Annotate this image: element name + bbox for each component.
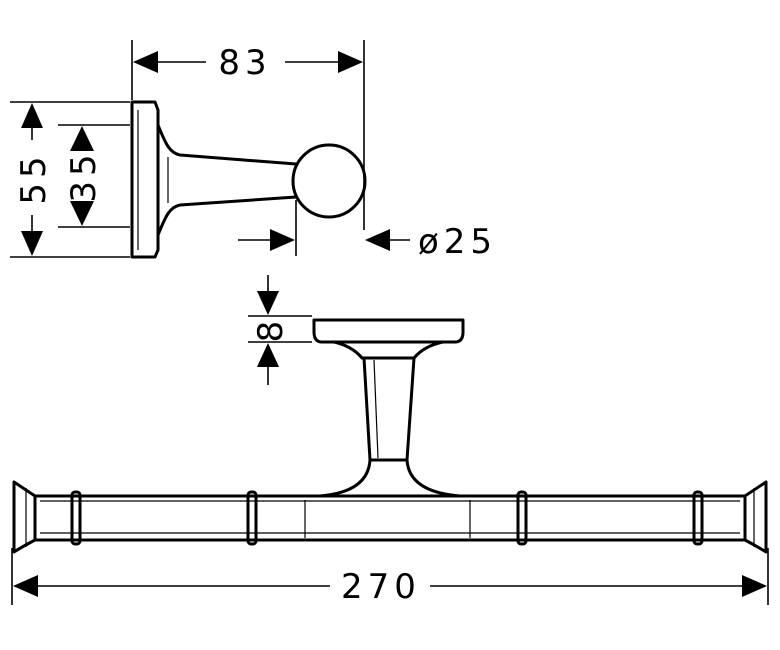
dim-diameter: ø25 — [238, 200, 497, 262]
front-bar — [33, 494, 747, 542]
dim-8: 8 — [248, 275, 312, 385]
dim-35-label: 35 — [64, 149, 104, 202]
front-column — [362, 356, 416, 462]
dim-83-label: 83 — [218, 43, 271, 83]
front-bar-rings — [70, 490, 704, 546]
side-view — [130, 100, 367, 259]
side-bar-circle — [291, 143, 367, 219]
front-column-inner-line — [373, 359, 379, 459]
dim-35: 35 — [58, 124, 130, 228]
front-right-end — [743, 480, 768, 554]
front-junction — [308, 458, 472, 498]
front-flare — [332, 340, 445, 360]
front-view — [12, 318, 768, 554]
side-wall-plate — [130, 100, 160, 259]
dim-270-label: 270 — [341, 567, 421, 607]
front-left-end — [12, 480, 37, 554]
dim-55-label: 55 — [14, 151, 54, 204]
dim-8-label: 8 — [251, 316, 291, 343]
dim-55: 55 — [10, 101, 130, 258]
dim-270: 270 — [11, 548, 769, 607]
side-arm — [156, 123, 298, 237]
front-cap-plate — [312, 318, 465, 344]
dim-diameter-label: ø25 — [418, 222, 497, 262]
dim-83: 83 — [131, 40, 365, 230]
